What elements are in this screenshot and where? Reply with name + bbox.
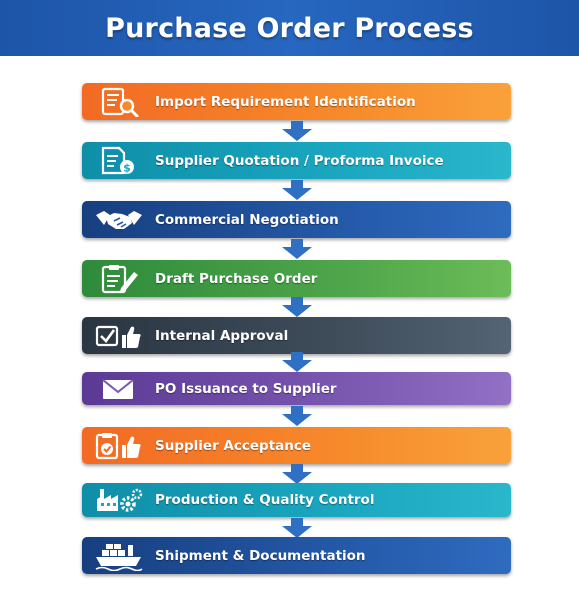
step-import-requirement-identification: Import Requirement Identification <box>82 83 511 120</box>
handshake-icon <box>94 205 144 235</box>
check-thumbs-up-icon <box>94 321 144 351</box>
step-supplier-quotation: $ Supplier Quotation / Proforma Invoice <box>82 142 511 179</box>
down-arrow <box>282 464 312 484</box>
step-label: Commercial Negotiation <box>155 211 339 228</box>
step-label: Supplier Acceptance <box>155 437 312 454</box>
cargo-ship-icon <box>94 541 144 571</box>
step-label: Internal Approval <box>155 327 289 344</box>
down-arrow <box>282 518 312 538</box>
step-shipment-documentation: Shipment & Documentation <box>82 537 511 574</box>
down-arrow <box>282 352 312 372</box>
down-arrow <box>282 406 312 426</box>
down-arrow <box>282 180 312 200</box>
invoice-dollar-icon: $ <box>94 146 144 176</box>
page-title: Purchase Order Process <box>105 12 474 44</box>
step-label: Shipment & Documentation <box>155 547 366 564</box>
down-arrow <box>282 297 312 317</box>
step-production-quality-control: Production & Quality Control <box>82 483 511 517</box>
envelope-icon <box>94 374 144 404</box>
step-draft-purchase-order: Draft Purchase Order <box>82 260 511 297</box>
step-commercial-negotiation: Commercial Negotiation <box>82 201 511 238</box>
factory-gear-icon <box>94 485 144 515</box>
step-label: Import Requirement Identification <box>155 93 416 110</box>
down-arrow <box>282 239 312 259</box>
clipboard-pen-icon <box>94 264 144 294</box>
step-label: Draft Purchase Order <box>155 270 318 287</box>
title-banner: Purchase Order Process <box>0 0 579 56</box>
clipboard-check-thumbs-up-icon <box>94 431 144 461</box>
step-internal-approval: Internal Approval <box>82 317 511 354</box>
step-label: PO Issuance to Supplier <box>155 380 337 397</box>
document-search-icon <box>94 87 144 117</box>
down-arrow <box>282 121 312 141</box>
step-po-issuance: PO Issuance to Supplier <box>82 372 511 405</box>
step-label: Production & Quality Control <box>155 492 375 508</box>
step-supplier-acceptance: Supplier Acceptance <box>82 427 511 464</box>
svg-text:$: $ <box>123 161 131 174</box>
step-label: Supplier Quotation / Proforma Invoice <box>155 152 444 169</box>
